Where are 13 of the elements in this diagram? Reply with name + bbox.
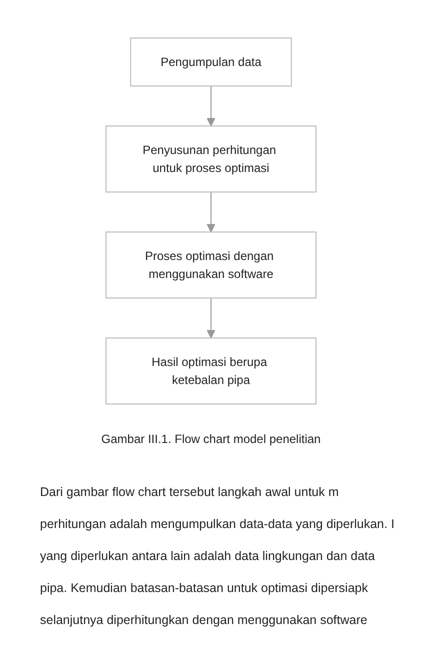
node-box: Penyusunan perhitungan untuk proses optimasi <box>106 126 316 192</box>
arrow <box>206 86 216 126</box>
paragraph-line: perhitungan adalah mengumpulkan data-data yang diperlukan. I <box>40 516 396 533</box>
figure-caption: Gambar III.1. Flow chart model penelitian <box>100 432 322 446</box>
paragraph-line: selanjutnya diperhitungkan dengan menggunakan software <box>40 612 368 629</box>
paragraph-line: yang diperlukan antara lain adalah data lingkungan dan data <box>40 548 376 565</box>
arrow <box>206 192 216 232</box>
node-box: Proses optimasi dengan menggunakan software <box>106 232 316 298</box>
arrow <box>206 298 216 338</box>
paragraph-line: pipa. Kemudian batasan-batasan untuk optimasi dipersiapk <box>40 580 369 597</box>
paragraph-line: Dari gambar flow chart tersebut langkah awal untuk m <box>40 484 340 501</box>
node-box: Hasil optimasi berupa ketebalan pipa <box>106 338 316 404</box>
node-box: Pengumpulan data <box>130 38 292 86</box>
